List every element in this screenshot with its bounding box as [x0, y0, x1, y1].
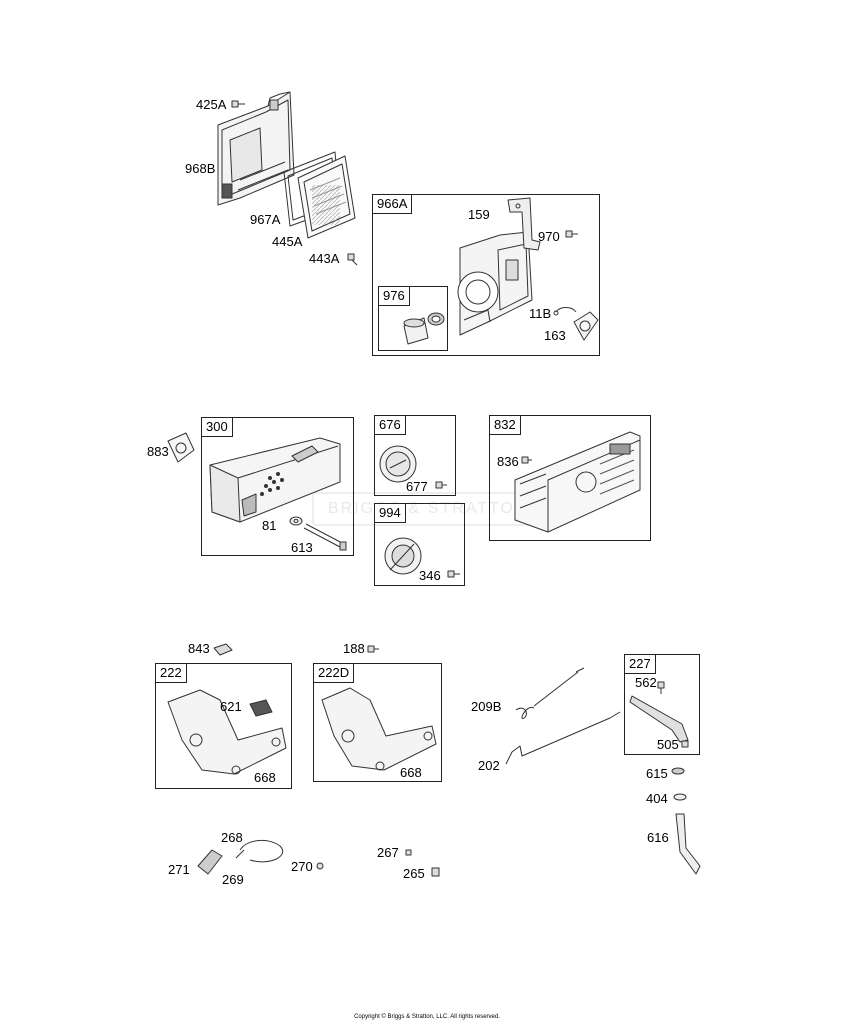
group-box-994: 994 — [374, 503, 465, 586]
bracket-159-drawing — [507, 197, 541, 251]
gasket-883-drawing — [167, 432, 195, 463]
screw-562-drawing — [657, 681, 665, 694]
screw-970-drawing — [565, 230, 578, 238]
part-label-967A[interactable]: 967A — [250, 212, 281, 227]
muffler-300-drawing — [209, 437, 341, 523]
breather-976-drawing — [403, 312, 445, 345]
part-265-drawing — [431, 867, 440, 877]
lever-271-drawing — [197, 849, 223, 875]
part-label-188[interactable]: 188 — [343, 641, 365, 656]
part-label-677[interactable]: 677 — [406, 479, 428, 494]
part-label-209B[interactable]: 209B — [471, 699, 502, 714]
part-label-445A[interactable]: 445A — [272, 234, 303, 249]
control-bracket-222D-drawing — [321, 687, 437, 771]
part-label-668-a[interactable]: 668 — [254, 770, 276, 785]
deflector-994-drawing — [384, 537, 422, 575]
group-box-300: 300 — [201, 417, 354, 556]
part-label-269[interactable]: 269 — [222, 872, 244, 887]
air-cleaner-base-966A-drawing — [457, 231, 533, 336]
part-label-621[interactable]: 621 — [220, 699, 242, 714]
part-label-615[interactable]: 615 — [646, 766, 668, 781]
part-label-425A[interactable]: 425A — [196, 97, 227, 112]
group-tag-300[interactable]: 300 — [202, 418, 233, 437]
governor-lever-227-drawing — [629, 695, 689, 743]
group-tag-994[interactable]: 994 — [375, 504, 406, 523]
part-label-843[interactable]: 843 — [188, 641, 210, 656]
part-843-drawing — [213, 643, 233, 656]
part-label-505[interactable]: 505 — [657, 737, 679, 752]
part-label-443A[interactable]: 443A — [309, 251, 340, 266]
part-label-81[interactable]: 81 — [262, 518, 277, 533]
group-box-222D: 222D — [313, 663, 442, 782]
governor-link-202-drawing — [505, 711, 621, 765]
governor-spring-209B-drawing — [515, 667, 585, 720]
part-label-271[interactable]: 271 — [168, 862, 190, 877]
part-label-11B[interactable]: 11B — [529, 306, 552, 321]
washer-81-drawing — [289, 516, 303, 526]
bolt-613-drawing — [303, 523, 347, 551]
part-label-613[interactable]: 613 — [291, 540, 313, 555]
link-11B-drawing — [553, 307, 577, 316]
copyright-notice: Copyright © Briggs & Stratton, LLC. All … — [354, 1014, 500, 1020]
governor-shaft-616-drawing — [675, 813, 701, 875]
screw-836-drawing — [521, 456, 532, 464]
screw-188-drawing — [367, 645, 379, 653]
muffler-guard-832-drawing — [514, 431, 641, 533]
part-label-346[interactable]: 346 — [419, 568, 441, 583]
air-filter-445A-drawing — [297, 155, 356, 239]
air-cleaner-base-968B-drawing — [217, 91, 295, 206]
part-label-270[interactable]: 270 — [291, 859, 313, 874]
group-tag-222D[interactable]: 222D — [314, 664, 355, 683]
group-box-976: 976 — [378, 286, 448, 351]
part-label-836[interactable]: 836 — [497, 454, 519, 469]
screw-346-drawing — [447, 570, 460, 578]
group-box-832: 832 — [489, 415, 651, 541]
part-label-883[interactable]: 883 — [147, 444, 169, 459]
part-label-163[interactable]: 163 — [544, 328, 566, 343]
screw-505-drawing — [681, 740, 689, 748]
part-label-562[interactable]: 562 — [635, 675, 657, 690]
group-box-227: 227 — [624, 654, 700, 755]
cable-268-drawing — [235, 840, 283, 863]
nut-615-drawing — [671, 767, 685, 775]
part-270-drawing — [316, 862, 324, 870]
group-box-676: 676 — [374, 415, 456, 496]
part-label-970[interactable]: 970 — [538, 229, 560, 244]
group-tag-966A[interactable]: 966A — [373, 195, 413, 214]
control-bracket-222-drawing — [167, 689, 287, 775]
part-label-268[interactable]: 268 — [221, 830, 243, 845]
part-label-159[interactable]: 159 — [468, 207, 490, 222]
screw-425A-drawing — [231, 100, 245, 108]
group-tag-227[interactable]: 227 — [625, 655, 656, 674]
washer-404-drawing — [673, 793, 687, 801]
part-label-616[interactable]: 616 — [647, 830, 669, 845]
part-label-968B[interactable]: 968B — [185, 161, 216, 176]
part-label-265[interactable]: 265 — [403, 866, 425, 881]
part-label-202[interactable]: 202 — [478, 758, 500, 773]
group-tag-976[interactable]: 976 — [379, 287, 410, 306]
screw-677-drawing — [435, 481, 447, 489]
part-label-404[interactable]: 404 — [646, 791, 668, 806]
group-box-222: 222 — [155, 663, 292, 789]
group-box-966A: 966A — [372, 194, 600, 356]
part-267-drawing — [405, 849, 412, 856]
screw-443A-drawing — [347, 253, 358, 266]
group-tag-222[interactable]: 222 — [156, 664, 187, 683]
part-label-668-b[interactable]: 668 — [400, 765, 422, 780]
group-tag-832[interactable]: 832 — [490, 416, 521, 435]
group-tag-676[interactable]: 676 — [375, 416, 406, 435]
deflector-676-drawing — [379, 445, 417, 483]
gasket-163-drawing — [573, 311, 599, 341]
part-label-267[interactable]: 267 — [377, 845, 399, 860]
